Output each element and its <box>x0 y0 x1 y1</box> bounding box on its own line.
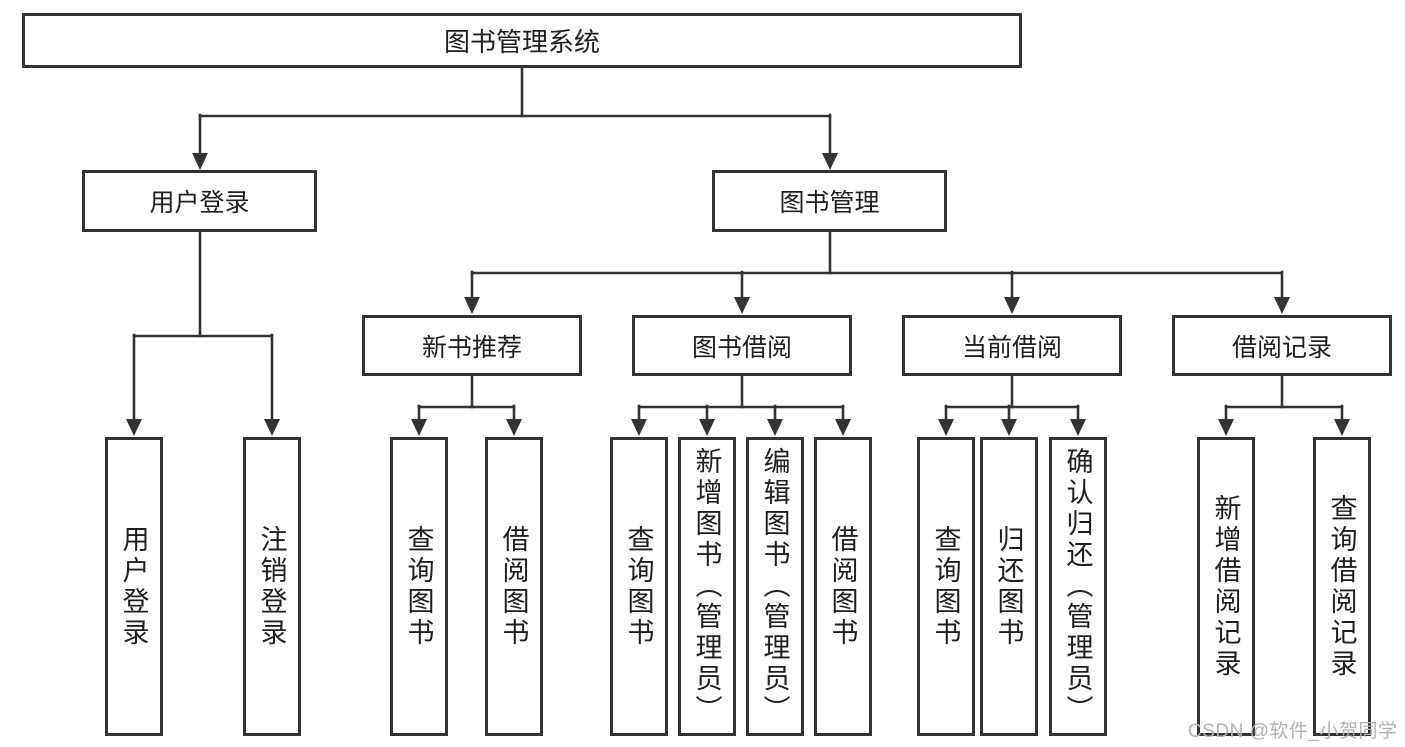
arrowhead <box>464 297 480 314</box>
node-add-borrow-record: 新增借阅记录 <box>1197 437 1255 736</box>
arrowhead <box>1218 419 1234 436</box>
node-borrow-books-action: 借阅图书 <box>814 437 872 736</box>
node-user-login: 用户登录 <box>82 170 317 232</box>
arrowhead <box>126 419 142 436</box>
node-query-books-recommend: 查询图书 <box>390 437 448 736</box>
arrowhead <box>767 419 783 436</box>
arrowhead <box>631 419 647 436</box>
arrowhead <box>411 419 427 436</box>
node-query-books-borrow: 查询图书 <box>610 437 668 736</box>
arrowhead <box>264 419 280 436</box>
arrowhead <box>835 419 851 436</box>
node-new-book-recommend: 新书推荐 <box>362 315 582 376</box>
node-return-book: 归还图书 <box>980 437 1038 736</box>
arrowhead <box>1001 419 1017 436</box>
node-borrow-books-recommend: 借阅图书 <box>485 437 543 736</box>
node-edit-book-admin: 编辑图书（管理员） <box>746 437 804 736</box>
node-book-borrow: 图书借阅 <box>632 315 852 376</box>
node-add-book-admin: 新增图书（管理员） <box>678 437 736 736</box>
node-borrow-records: 借阅记录 <box>1172 315 1392 376</box>
node-user-login-action: 用户登录 <box>105 437 163 736</box>
node-confirm-return-admin: 确认归还（管理员） <box>1049 437 1107 736</box>
arrowhead <box>938 419 954 436</box>
arrowhead <box>1070 419 1086 436</box>
watermark: CSDN @软件_小贺同学 <box>1188 721 1398 742</box>
node-query-borrow-record: 查询借阅记录 <box>1313 437 1371 736</box>
arrowhead <box>1274 297 1290 314</box>
node-query-books-current: 查询图书 <box>917 437 975 736</box>
node-logout-action: 注销登录 <box>243 437 301 736</box>
arrowhead <box>822 153 838 170</box>
node-book-management: 图书管理 <box>712 170 947 232</box>
arrowhead <box>734 297 750 314</box>
arrowhead <box>506 419 522 436</box>
node-current-borrow: 当前借阅 <box>902 315 1122 376</box>
arrowhead <box>699 419 715 436</box>
arrowhead <box>192 153 208 170</box>
node-library-system: 图书管理系统 <box>22 13 1022 68</box>
arrowhead <box>1334 419 1350 436</box>
arrowhead <box>1004 297 1020 314</box>
